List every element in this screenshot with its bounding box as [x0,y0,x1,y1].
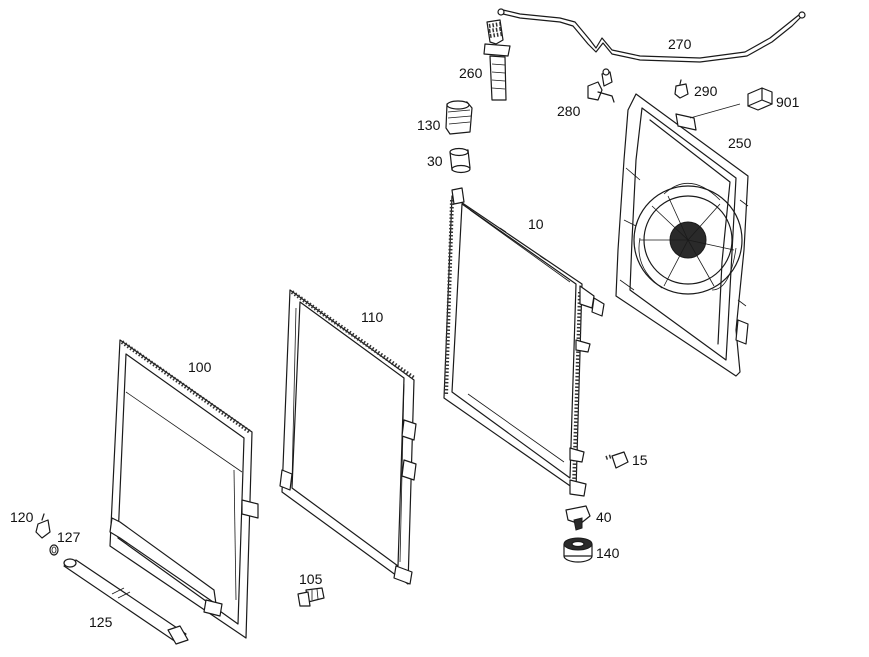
label-10: 10 [528,216,544,232]
leader-lines [689,103,741,119]
part-280-clip [587,68,615,103]
label-260: 260 [459,65,483,81]
part-270-cable [497,8,806,63]
part-130-cap [445,100,473,135]
part-110-frame [279,289,417,585]
label-15: 15 [632,452,648,468]
part-250-fan-shroud [615,93,749,377]
part-127-oring [49,544,59,556]
label-120: 120 [10,509,34,525]
label-110: 110 [361,309,384,325]
label-127: 127 [57,529,81,545]
part-290-clip [674,79,689,99]
part-30-bushing [449,147,471,174]
part-125-dryer-cartridge [63,558,189,645]
part-15-plug [605,451,629,469]
part-100-condenser [109,339,259,639]
label-280: 280 [557,103,581,119]
part-120-clip [35,513,51,539]
part-10-radiator [443,187,605,497]
label-125: 125 [89,614,113,630]
label-140: 140 [596,545,620,561]
part-901-connector [747,87,773,111]
label-40: 40 [596,509,612,525]
label-130: 130 [417,117,441,133]
label-100: 100 [188,359,212,375]
part-105-bolt [297,587,325,607]
label-901: 901 [776,94,800,110]
label-30: 30 [427,153,443,169]
part-40-drain-plug [565,505,591,531]
part-140-rubber-mount [563,537,593,563]
part-260-probe [483,19,511,101]
label-105: 105 [299,571,323,587]
label-270: 270 [668,36,692,52]
label-250: 250 [728,135,752,151]
label-290: 290 [694,83,718,99]
